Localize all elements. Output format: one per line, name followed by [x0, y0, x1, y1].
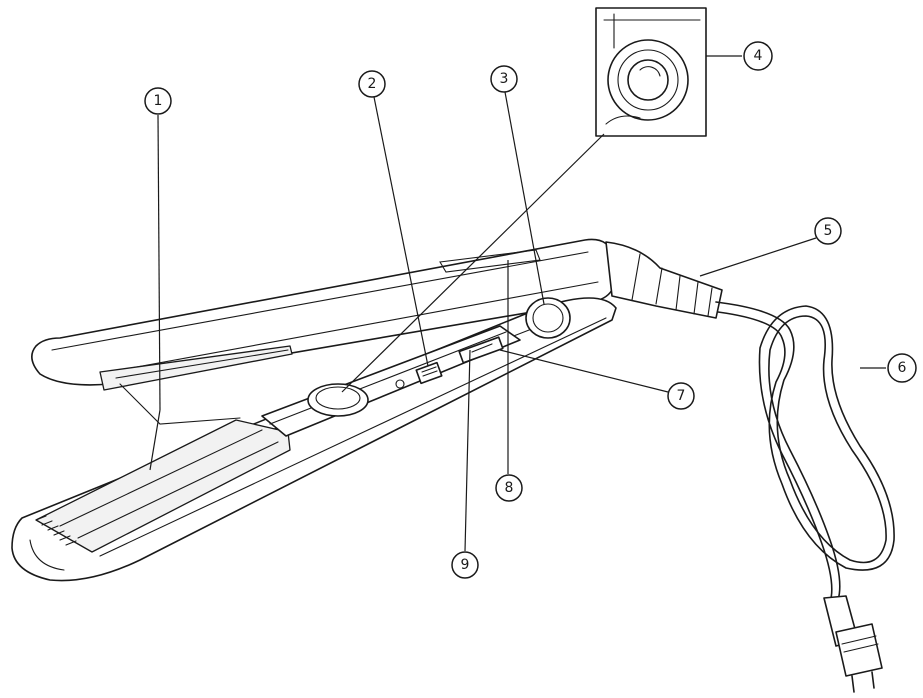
arm-gap-line	[119, 383, 241, 425]
round-button	[307, 383, 369, 417]
dial-detail-inset	[595, 7, 707, 137]
callout-2-label: 2	[368, 76, 377, 92]
leader-lines	[149, 55, 886, 552]
callout-3-label: 3	[500, 71, 509, 87]
swivel-cord-joint	[605, 241, 723, 319]
callout-2: 2	[358, 70, 386, 98]
callout-5: 5	[814, 217, 842, 245]
callout-9: 9	[451, 551, 479, 579]
lower-arm	[11, 297, 617, 582]
power-cord	[715, 301, 895, 603]
plug	[823, 595, 883, 693]
callout-6: 6	[887, 353, 917, 383]
callout-6-label: 6	[898, 360, 907, 376]
callout-4: 4	[743, 41, 773, 71]
callout-3: 3	[490, 65, 518, 93]
callout-4-label: 4	[754, 48, 763, 64]
callout-7-label: 7	[677, 388, 686, 404]
power-switch	[395, 361, 443, 389]
callout-1: 1	[144, 87, 172, 115]
callout-8-label: 8	[505, 480, 514, 496]
callout-1-label: 1	[154, 93, 163, 109]
callout-5-label: 5	[824, 223, 833, 239]
temperature-dial	[525, 297, 571, 339]
callout-9-label: 9	[461, 557, 470, 573]
callout-8: 8	[495, 474, 523, 502]
callout-7: 7	[667, 382, 695, 410]
